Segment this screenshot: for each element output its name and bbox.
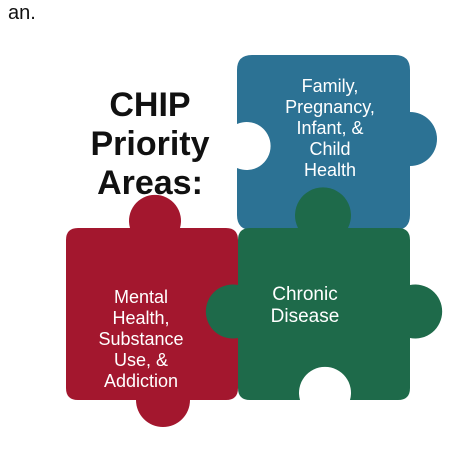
label-line: Mental: [113, 287, 169, 307]
puzzle-piece-family: [237, 55, 437, 230]
puzzle-piece-chronic: [205, 187, 443, 400]
label-line: Addiction: [103, 371, 179, 391]
label-chronic-disease: Chronic Disease: [250, 284, 360, 328]
title-line: Priority: [90, 125, 210, 163]
label-line: Use, &: [113, 350, 169, 370]
label-mental-health: Mental Health, Substance Use, & Addictio…: [72, 287, 210, 392]
title-line: CHIP: [109, 86, 191, 124]
label-line: Family,: [301, 76, 359, 96]
label-line: Chronic: [272, 284, 338, 305]
label-line: Infant, &: [296, 118, 364, 138]
label-line: Health: [303, 160, 357, 180]
label-line: Disease: [270, 306, 340, 327]
label-family-health: Family, Pregnancy, Infant, & Child Healt…: [260, 76, 400, 181]
chip-title: CHIP Priority Areas:: [70, 86, 230, 203]
label-line: Substance: [98, 329, 184, 349]
truncated-text-fragment: an.: [8, 2, 36, 24]
label-line: Child: [309, 139, 351, 159]
label-line: Pregnancy,: [285, 97, 375, 117]
label-line: Health,: [112, 308, 170, 328]
puzzle-piece-mental: [66, 194, 238, 427]
